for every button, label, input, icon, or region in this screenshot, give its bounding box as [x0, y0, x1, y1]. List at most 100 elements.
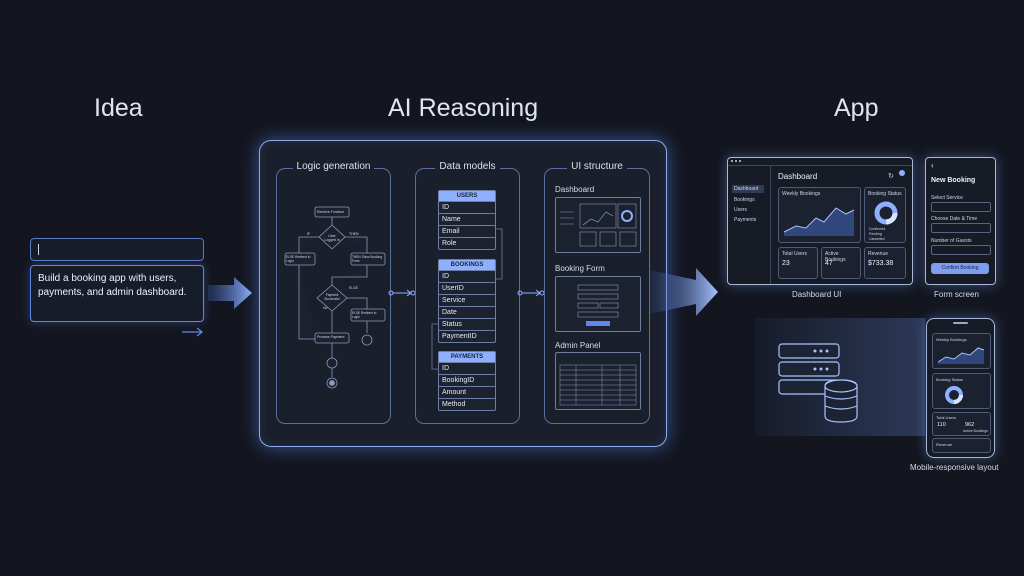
users-table: USERS ID Name Email Role	[438, 190, 496, 250]
text-cursor	[38, 244, 39, 255]
bookings-row: Status	[439, 318, 495, 330]
ui-section-booking: Booking Form	[555, 264, 605, 273]
stage-reasoning-heading: AI Reasoning	[388, 94, 539, 122]
mobile-revenue-card: Revenue	[932, 438, 991, 453]
stat-card-revenue: Revenue $733.38	[864, 247, 906, 279]
payments-row: ID	[439, 362, 495, 374]
flow-arrow-icon	[208, 277, 252, 309]
window-titlebar	[728, 158, 912, 166]
sidebar-item-dashboard[interactable]: Dashboard	[732, 185, 764, 193]
sidebar-item-users[interactable]: Users	[734, 207, 748, 213]
form-screen-caption: Form screen	[934, 290, 979, 299]
form-field-label: Choose Date & Time	[931, 216, 978, 222]
ui-column-title: UI structure	[567, 161, 627, 172]
mobile-stat-value: 110	[937, 422, 946, 428]
status-legend-item: Confirmed	[869, 227, 886, 231]
payments-table-header: PAYMENTS	[439, 352, 495, 362]
window-dot-icon	[731, 160, 733, 162]
ui-section-admin: Admin Panel	[555, 341, 601, 350]
flow-label-then: THEN	[349, 232, 359, 236]
payments-row: Method	[439, 398, 495, 410]
connector-arrow-icon	[388, 289, 416, 297]
dashboard-title: Dashboard	[778, 172, 818, 181]
ui-section-dashboard: Dashboard	[555, 185, 595, 194]
server-database-icon	[778, 343, 858, 423]
back-icon[interactable]: ‹	[931, 161, 934, 170]
avatar[interactable]	[899, 170, 905, 176]
bookings-row: Service	[439, 294, 495, 306]
bookings-table-header: BOOKINGS	[439, 260, 495, 270]
stat-value: 47	[825, 260, 833, 267]
confirm-booking-button[interactable]: Confirm Booking	[931, 263, 989, 274]
logic-column-title: Logic generation	[292, 161, 375, 172]
dashboard-ui-caption: Dashboard UI	[792, 290, 842, 299]
stat-label: Total Users	[782, 251, 808, 257]
idea-prompt-text: Build a booking app with users, payments…	[38, 273, 187, 298]
stage-idea-heading: Idea	[94, 94, 143, 122]
flow-node-process-payment: Process Payment	[317, 335, 345, 339]
data-models-column: Data models USERS ID Name Email Role BOO…	[415, 161, 520, 424]
flow-label-no: No	[323, 306, 328, 310]
weekly-area-chart	[783, 207, 855, 236]
dashboard-wireframe	[555, 197, 641, 253]
booking-status-label: Booking Status	[868, 191, 902, 197]
mobile-status-label: Booking Status	[936, 377, 963, 382]
window-dot-icon	[735, 160, 737, 162]
mobile-screen: Weekly Bookings Booking Status Total Use…	[926, 318, 995, 458]
ui-structure-column: UI structure Dashboard Booking Form Admi…	[544, 161, 650, 424]
booking-form-wireframe	[555, 276, 641, 332]
payments-row: Amount	[439, 386, 495, 398]
mobile-weekly-label: Weekly Bookings	[936, 337, 967, 342]
idea-input-empty[interactable]	[30, 238, 204, 261]
idea-prompt-box[interactable]: Build a booking app with users, payments…	[30, 265, 204, 322]
window-dot-icon	[739, 160, 741, 162]
users-row: Email	[439, 225, 495, 237]
sidebar-item-bookings[interactable]: Bookings	[734, 197, 755, 203]
mobile-stat-value: 962	[965, 422, 975, 428]
flow-label-else: ELSE	[349, 286, 358, 290]
select-service-field[interactable]	[931, 202, 991, 212]
flow-node-receive: Receive Function	[317, 210, 345, 214]
flow-node-logged-in: User Logged in	[324, 234, 340, 242]
form-field-label: Select Service	[931, 195, 963, 201]
form-title: New Booking	[931, 177, 976, 184]
bookings-table: BOOKINGS ID UserID Service Date Status P…	[438, 259, 496, 343]
dashboard-ui-screen: Dashboard Bookings Users Payments Dashbo…	[727, 157, 913, 285]
form-screen: ‹ New Booking Select Service Choose Date…	[925, 157, 996, 285]
mobile-stats-card: Total Users 110 962 Active Bookings	[932, 412, 991, 436]
booking-status-card: Booking Status Confirmed Pending Cancell…	[864, 187, 906, 243]
sidebar-item-payments[interactable]: Payments	[734, 217, 757, 223]
refresh-icon[interactable]: ↻	[888, 173, 894, 180]
weekly-bookings-label: Weekly Bookings	[782, 191, 821, 197]
stat-value: $733.38	[868, 260, 894, 267]
bookings-row: ID	[439, 270, 495, 282]
mobile-caption: Mobile-responsive layout	[910, 463, 999, 472]
flow-node-redirect-1: ELSE Redirect to Login	[286, 255, 311, 263]
admin-panel-wireframe-drawing	[559, 364, 637, 406]
flow-arrow-icon	[650, 268, 718, 316]
mobile-weekly-card: Weekly Bookings	[932, 333, 991, 369]
guests-field[interactable]	[931, 245, 991, 255]
status-legend-item: Cancelled	[869, 237, 885, 241]
payments-table: PAYMENTS ID BookingID Amount Method	[438, 351, 496, 411]
stage-app-heading: App	[834, 94, 879, 122]
form-field-label: Number of Guests	[931, 238, 972, 244]
stat-card-bookings: Active Bookings 47	[821, 247, 861, 279]
connector-arrow-icon	[517, 289, 545, 297]
mobile-notch	[953, 322, 968, 324]
status-donut-chart	[874, 201, 898, 225]
send-arrow-icon[interactable]	[180, 326, 206, 338]
mobile-active-label: Active Bookings	[963, 429, 988, 433]
flow-node-show-form: THEN Show Booking Form	[352, 255, 382, 263]
flow-node-redirect-2: ELSE Redirect to Login	[352, 311, 377, 319]
relation-lines	[431, 228, 503, 370]
users-row: Name	[439, 213, 495, 225]
users-row: Role	[439, 237, 495, 249]
date-time-field[interactable]	[931, 223, 991, 233]
bookings-row: Date	[439, 306, 495, 318]
payments-row: BookingID	[439, 374, 495, 386]
admin-panel-wireframe	[555, 352, 641, 410]
logic-generation-column: Logic generation Receive Function	[276, 161, 391, 424]
mobile-revenue-label: Revenue	[936, 442, 953, 447]
bookings-row: PaymentID	[439, 330, 495, 342]
